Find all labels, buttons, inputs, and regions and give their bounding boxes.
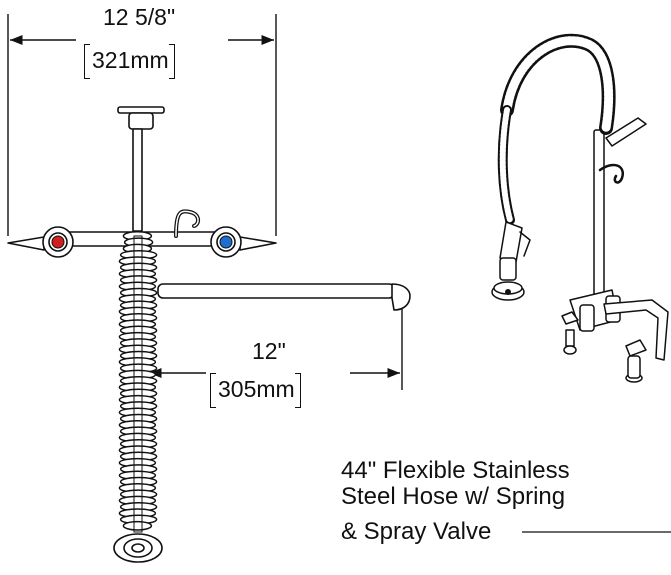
hose-callout-line-1: 44" Flexible Stainless: [341, 457, 570, 484]
hose-callout-line-2: Steel Hose w/ Spring: [341, 483, 566, 510]
hose-callout-line-3: & Spray Valve: [341, 518, 492, 545]
spring-hose-coil: [118, 231, 158, 533]
overall-width-dimension: [7, 14, 277, 236]
overall-width-metric: 321mm: [84, 44, 175, 79]
cold-handle-icon: [219, 235, 233, 249]
spring-coil-ring: [122, 520, 153, 531]
hot-handle-icon: [51, 235, 65, 249]
spout-reach-imperial: 12": [252, 338, 286, 364]
overall-width-imperial: 12 5/8": [103, 4, 176, 30]
hose-core: [133, 235, 143, 533]
spray-valve-icon: [505, 289, 511, 295]
spout-reach-metric: 305mm: [210, 373, 301, 408]
isometric-faucet: [491, 33, 669, 383]
